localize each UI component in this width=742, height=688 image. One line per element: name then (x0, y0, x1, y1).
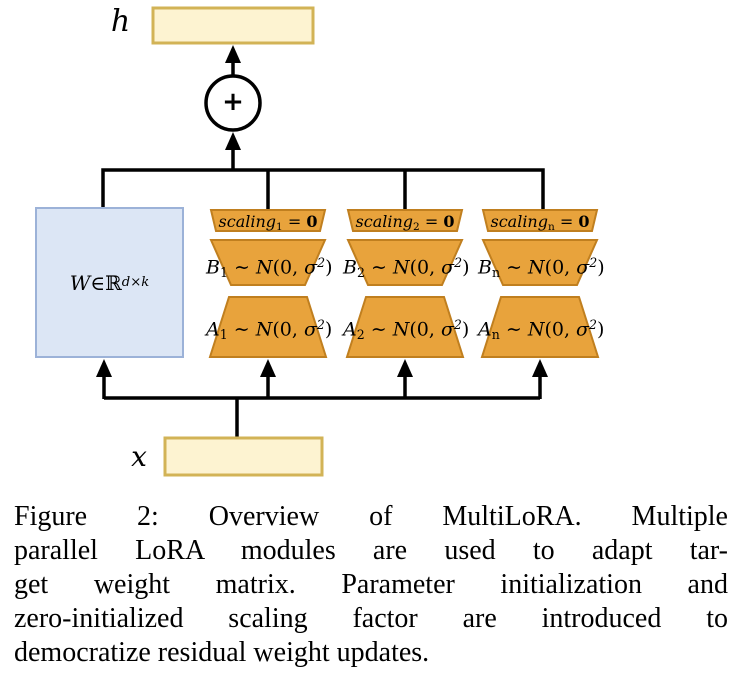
caption-line-1: Figure 2: Overview of MultiLoRA. Multipl… (14, 501, 728, 532)
scaling1-trapezoid (209, 209, 327, 232)
caption-line-5: democratize residual weight updates. (14, 637, 430, 668)
scaling2-label: scaling2 = 0 (355, 212, 455, 233)
h-output-box (151, 6, 315, 45)
arrow-bus-to-a2-head (397, 359, 413, 377)
scalingn-trapezoid (481, 209, 599, 232)
an-trapezoid (480, 296, 600, 358)
x-label: x (131, 440, 147, 473)
top-bus-line (101, 168, 545, 210)
arrow-bus-to-w-head (96, 359, 112, 377)
arrow-plus-to-h-head (225, 45, 241, 63)
arrow-bus-to-a1-head (260, 359, 276, 377)
b1-label: B1 ∼ N(0, σ2) (206, 255, 333, 280)
b1-trapezoid (209, 239, 327, 286)
arrow-bus-to-plus-head (225, 132, 241, 150)
a1-trapezoid (208, 296, 328, 358)
arrow-bus-to-an-head (532, 359, 548, 377)
x-input-box (163, 436, 324, 477)
b2-label: B2 ∼ N(0, σ2) (343, 255, 470, 280)
b2-trapezoid (346, 239, 464, 286)
caption-line-2: parallel LoRA modules are used to adapt … (14, 535, 728, 566)
a1-label: A1 ∼ N(0, σ2) (206, 317, 333, 342)
caption-line-3: get weight matrix. Parameter initializat… (14, 569, 728, 600)
h-label: h (110, 4, 131, 39)
w-matrix-box (35, 207, 184, 358)
an-label: An ∼ N(0, σ2) (478, 317, 605, 342)
bn-label: Bn ∼ N(0, σ2) (478, 255, 605, 280)
scaling2-trapezoid (346, 209, 464, 232)
scalingn-label: scalingn = 0 (490, 212, 590, 233)
plus-circle (204, 74, 262, 132)
scaling1-label: scaling1 = 0 (218, 212, 318, 233)
a2-trapezoid (345, 296, 465, 358)
multilora-diagram (35, 6, 600, 477)
plus-sign: + (222, 87, 244, 117)
a2-label: A2 ∼ N(0, σ2) (343, 317, 470, 342)
figure-caption: Figure 2: Overview of MultiLoRA. Multipl… (14, 500, 728, 670)
bn-trapezoid (481, 239, 599, 286)
caption-line-4: zero-initialized scaling factor are intr… (14, 603, 728, 634)
